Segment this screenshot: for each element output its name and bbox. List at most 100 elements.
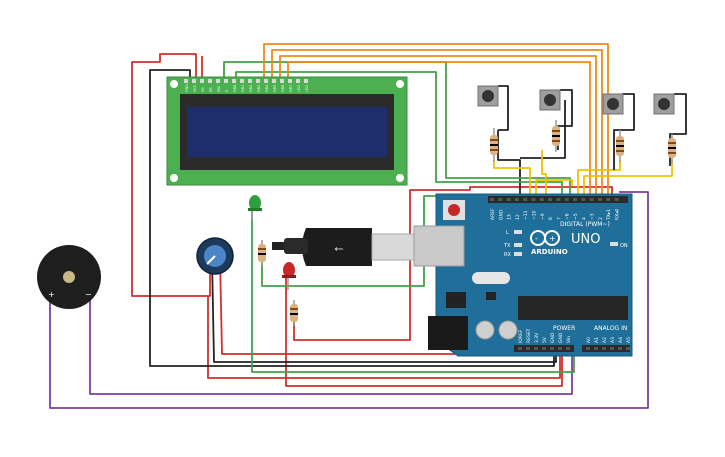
lcd-pin[interactable] — [272, 79, 276, 83]
digital-pin[interactable] — [490, 198, 494, 201]
resistor-3[interactable] — [616, 130, 624, 162]
wire-buzzer-plus[interactable] — [49, 191, 649, 409]
resistor-4[interactable] — [668, 134, 676, 164]
digital-pin[interactable] — [606, 198, 611, 201]
digital-pin[interactable] — [498, 198, 503, 201]
digital-pin[interactable] — [531, 198, 536, 201]
led-green[interactable] — [248, 195, 262, 220]
lcd-pin[interactable] — [184, 79, 188, 83]
lcd-pin[interactable] — [224, 79, 228, 83]
wire-button-power[interactable] — [293, 186, 613, 341]
wire-lcd-db7[interactable] — [287, 61, 591, 196]
lcd-pin[interactable] — [296, 79, 300, 83]
resistor-2[interactable] — [552, 120, 560, 152]
wire-btn2-gnd[interactable] — [520, 100, 566, 159]
digital-pin[interactable] — [556, 198, 561, 201]
wire-btn3-lead[interactable] — [613, 93, 635, 170]
digital-pin[interactable] — [506, 198, 511, 201]
resistor-1[interactable] — [490, 128, 498, 162]
analog-pin[interactable] — [610, 347, 614, 350]
resistor-led-green[interactable] — [258, 240, 266, 266]
potentiometer[interactable] — [196, 237, 234, 275]
lcd-mount-hole — [396, 80, 404, 88]
resistor-led-red[interactable] — [290, 300, 298, 326]
digital-pin[interactable] — [581, 198, 586, 201]
reset-button[interactable] — [448, 204, 460, 216]
lcd-pin[interactable] — [280, 79, 284, 83]
lcd-pin[interactable] — [192, 79, 196, 83]
lcd-pin[interactable] — [248, 79, 252, 83]
power-pin[interactable] — [566, 347, 570, 350]
analog-pin[interactable] — [602, 347, 606, 350]
wire-lcd-rs[interactable] — [223, 61, 571, 196]
small-chip — [486, 292, 496, 300]
power-pin[interactable] — [518, 347, 522, 350]
lcd-pin[interactable] — [288, 79, 292, 83]
wire-led-red[interactable] — [285, 272, 563, 387]
wire-buttons-gnd[interactable] — [497, 130, 521, 194]
wire-led-green[interactable] — [251, 210, 575, 373]
button-1[interactable] — [477, 85, 499, 107]
power-pin[interactable] — [534, 347, 538, 350]
wire-btn4-signal[interactable] — [583, 160, 673, 196]
analog-pin[interactable] — [626, 347, 630, 350]
wire-btn3-signal[interactable] — [577, 160, 621, 196]
digital-pin[interactable] — [573, 198, 577, 201]
digital-pin[interactable] — [589, 198, 594, 201]
button-2[interactable] — [539, 89, 561, 111]
usb-b-port[interactable] — [413, 225, 465, 267]
button-3[interactable] — [602, 93, 624, 115]
analog-pin[interactable] — [586, 347, 590, 350]
wire-lcd-db4[interactable] — [263, 43, 609, 196]
wire-btn1-signal[interactable] — [493, 160, 531, 196]
wire-lcd-db5[interactable] — [271, 49, 603, 196]
lcd-pin[interactable] — [216, 79, 220, 83]
lcd-pin[interactable] — [208, 79, 212, 83]
digital-pin[interactable] — [539, 198, 544, 201]
wire-lcd-e[interactable] — [235, 71, 563, 196]
wire-5v-loop[interactable] — [207, 296, 561, 379]
resistor-band — [616, 150, 624, 152]
power-pin[interactable] — [550, 347, 554, 350]
usb-cable[interactable]: ⭠ — [272, 228, 415, 266]
power-pin[interactable] — [558, 347, 562, 350]
wire-buzzer-minus[interactable] — [89, 295, 573, 395]
arduino-logo: - + — [530, 230, 560, 246]
lcd-pin[interactable] — [200, 79, 204, 83]
digital-pin[interactable] — [564, 198, 569, 201]
lcd-pin[interactable] — [256, 79, 260, 83]
digital-pin-label: RX◂0 — [615, 209, 621, 220]
button-4[interactable] — [653, 93, 675, 115]
piezo-buzzer[interactable]: + − — [37, 245, 101, 309]
digital-pin[interactable] — [523, 198, 528, 201]
lcd-pin[interactable] — [264, 79, 268, 83]
digital-pin[interactable] — [614, 198, 619, 201]
wire-btn2-signal[interactable] — [541, 150, 547, 196]
lcd-pin[interactable] — [304, 79, 308, 83]
power-pin[interactable] — [542, 347, 546, 350]
lcd-pin[interactable] — [232, 79, 236, 83]
wire-lcd-db6[interactable] — [279, 55, 597, 196]
led-red[interactable] — [282, 262, 296, 290]
usb-plug-neck — [284, 238, 308, 254]
digital-pin[interactable] — [597, 198, 602, 201]
lcd-pin-label: DB1 — [241, 85, 245, 92]
lcd-pin[interactable] — [240, 79, 244, 83]
digital-pin[interactable] — [514, 198, 519, 201]
wire-lcd-vcc[interactable] — [131, 53, 211, 297]
wire-btn1-lead[interactable] — [498, 85, 509, 131]
analog-pin[interactable] — [618, 347, 622, 350]
analog-pin[interactable] — [594, 347, 598, 350]
digital-pin[interactable] — [548, 198, 553, 201]
tx-led — [514, 243, 522, 247]
wire-yellow-loop[interactable] — [535, 179, 573, 196]
dc-power-jack[interactable] — [428, 316, 468, 350]
power-pin[interactable] — [526, 347, 530, 350]
